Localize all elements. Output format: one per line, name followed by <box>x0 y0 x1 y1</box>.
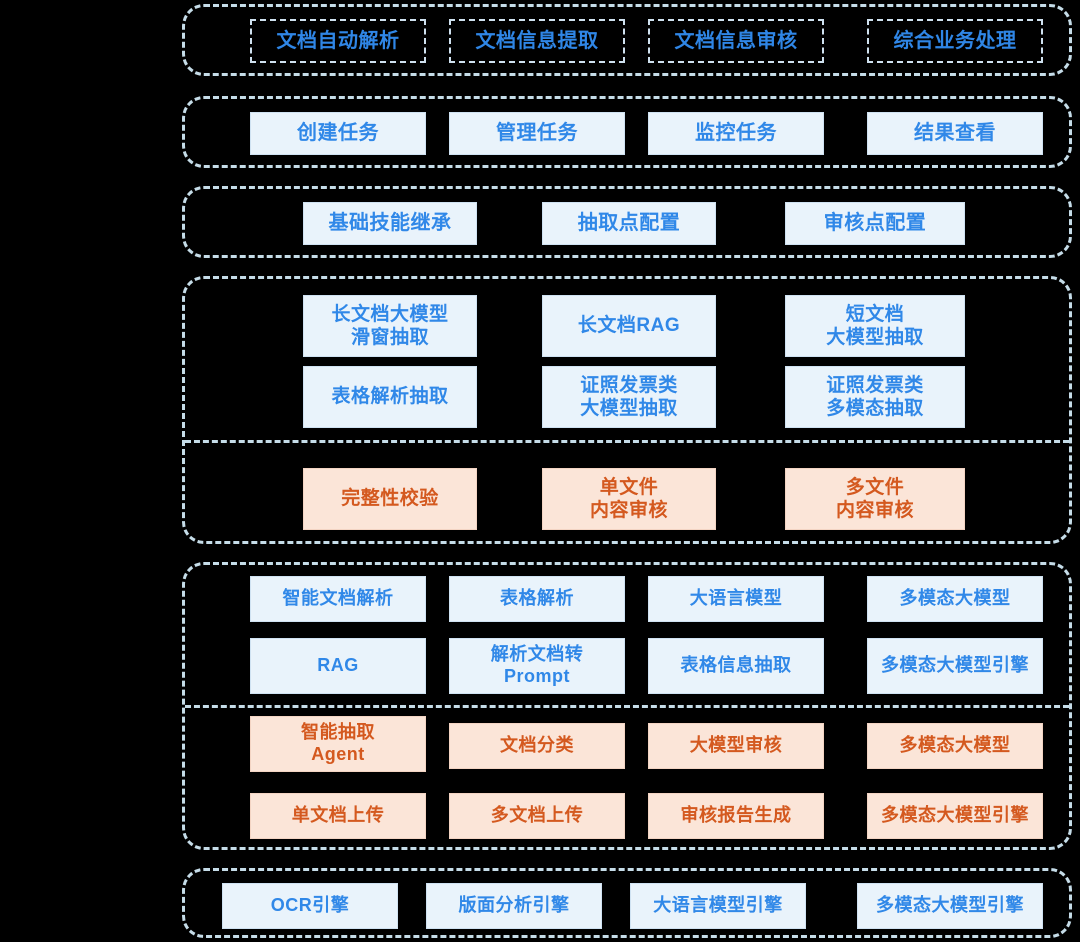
node-label: 抽取点配置 <box>577 212 681 235</box>
node-engines-0[interactable]: OCR引擎 <box>222 883 398 929</box>
node-task-management-3[interactable]: 结果查看 <box>867 112 1043 155</box>
node-label: 文档信息提取 <box>475 29 599 52</box>
node-label: RAG <box>317 655 359 676</box>
layer-task-management: 创建任务 管理任务 监控任务 结果查看 <box>182 96 1072 168</box>
node-label: OCR引擎 <box>270 895 350 916</box>
node-audit-0-0[interactable]: 完整性校验 <box>303 468 477 530</box>
node-label: 多模态大模型 <box>899 735 1011 756</box>
node-label: 表格解析 <box>500 588 574 609</box>
node-label: 单文档上传 <box>291 805 385 826</box>
node-label: 文档自动解析 <box>276 29 400 52</box>
node-engines-1[interactable]: 版面分析引擎 <box>426 883 602 929</box>
node-atomic-2-1[interactable]: 文档分类 <box>449 723 625 769</box>
node-label: 表格解析抽取 <box>331 386 449 408</box>
node-extraction-1-1[interactable]: 证照发票类 大模型抽取 <box>542 366 716 428</box>
node-atomic-3-0[interactable]: 单文档上传 <box>250 793 426 839</box>
node-label: 长文档RAG <box>577 315 681 337</box>
node-label: 表格信息抽取 <box>680 655 792 676</box>
node-atomic-3-2[interactable]: 审核报告生成 <box>648 793 824 839</box>
node-label: 智能文档解析 <box>282 588 394 609</box>
layer-divider-atomic <box>185 705 1069 708</box>
node-atomic-1-1[interactable]: 解析文档转 Prompt <box>449 638 625 694</box>
node-label: 长文档大模型 滑窗抽取 <box>331 303 449 348</box>
node-skill-configuration-2[interactable]: 审核点配置 <box>785 202 965 245</box>
node-label: 证照发票类 多模态抽取 <box>826 374 924 419</box>
node-skill-configuration-0[interactable]: 基础技能继承 <box>303 202 477 245</box>
node-task-management-2[interactable]: 监控任务 <box>648 112 824 155</box>
layer-extraction-and-audit: 长文档大模型 滑窗抽取 长文档RAG 短文档 大模型抽取 表格解析抽取 证照发票… <box>182 276 1072 544</box>
node-atomic-0-0[interactable]: 智能文档解析 <box>250 576 426 622</box>
layer-business-scenarios: 文档自动解析 文档信息提取 文档信息审核 综合业务处理 <box>182 4 1072 76</box>
node-extraction-1-0[interactable]: 表格解析抽取 <box>303 366 477 428</box>
node-label: 短文档 大模型抽取 <box>826 303 924 348</box>
node-atomic-1-3[interactable]: 多模态大模型引擎 <box>867 638 1043 694</box>
node-atomic-1-2[interactable]: 表格信息抽取 <box>648 638 824 694</box>
node-label: 文档信息审核 <box>674 29 798 52</box>
node-label: 监控任务 <box>695 122 777 145</box>
node-business-scenarios-1[interactable]: 文档信息提取 <box>449 19 625 63</box>
node-extraction-0-0[interactable]: 长文档大模型 滑窗抽取 <box>303 295 477 357</box>
node-extraction-0-2[interactable]: 短文档 大模型抽取 <box>785 295 965 357</box>
node-label: 多模态大模型引擎 <box>881 655 1029 676</box>
node-label: 多模态大模型引擎 <box>876 895 1024 916</box>
node-atomic-0-2[interactable]: 大语言模型 <box>648 576 824 622</box>
node-extraction-0-1[interactable]: 长文档RAG <box>542 295 716 357</box>
node-label: 大模型审核 <box>689 735 783 756</box>
node-audit-0-2[interactable]: 多文件 内容审核 <box>785 468 965 530</box>
node-label: 单文件 内容审核 <box>589 476 668 521</box>
node-audit-0-1[interactable]: 单文件 内容审核 <box>542 468 716 530</box>
node-business-scenarios-2[interactable]: 文档信息审核 <box>648 19 824 63</box>
node-engines-3[interactable]: 多模态大模型引擎 <box>857 883 1043 929</box>
layer-skill-configuration: 基础技能继承 抽取点配置 审核点配置 <box>182 186 1072 258</box>
node-label: 版面分析引擎 <box>458 895 570 916</box>
node-label: 多文件 内容审核 <box>835 476 914 521</box>
node-label: 管理任务 <box>496 122 578 145</box>
node-extraction-1-2[interactable]: 证照发票类 多模态抽取 <box>785 366 965 428</box>
node-label: 完整性校验 <box>341 488 439 510</box>
layer-divider-audit <box>185 440 1069 443</box>
node-label: 多模态大模型引擎 <box>881 805 1029 826</box>
node-label: 文档分类 <box>500 735 574 756</box>
node-atomic-2-2[interactable]: 大模型审核 <box>648 723 824 769</box>
node-label: 综合业务处理 <box>893 29 1017 52</box>
node-atomic-3-3[interactable]: 多模态大模型引擎 <box>867 793 1043 839</box>
layer-atomic-capabilities: 智能文档解析 表格解析 大语言模型 多模态大模型 RAG 解析文档转 Promp… <box>182 562 1072 850</box>
node-label: 解析文档转 Prompt <box>490 644 584 686</box>
node-label: 基础技能继承 <box>328 212 452 235</box>
node-atomic-0-3[interactable]: 多模态大模型 <box>867 576 1043 622</box>
node-atomic-2-0[interactable]: 智能抽取 Agent <box>250 716 426 772</box>
node-business-scenarios-0[interactable]: 文档自动解析 <box>250 19 426 63</box>
node-label: 审核报告生成 <box>680 805 792 826</box>
node-task-management-0[interactable]: 创建任务 <box>250 112 426 155</box>
node-task-management-1[interactable]: 管理任务 <box>449 112 625 155</box>
node-label: 创建任务 <box>297 122 379 145</box>
node-skill-configuration-1[interactable]: 抽取点配置 <box>542 202 716 245</box>
node-label: 智能抽取 Agent <box>301 722 375 764</box>
node-label: 大语言模型 <box>689 588 783 609</box>
node-atomic-0-1[interactable]: 表格解析 <box>449 576 625 622</box>
node-atomic-2-3[interactable]: 多模态大模型 <box>867 723 1043 769</box>
node-label: 多模态大模型 <box>899 588 1011 609</box>
node-business-scenarios-3[interactable]: 综合业务处理 <box>867 19 1043 63</box>
layer-engines: OCR引擎 版面分析引擎 大语言模型引擎 多模态大模型引擎 <box>182 868 1072 938</box>
node-atomic-3-1[interactable]: 多文档上传 <box>449 793 625 839</box>
node-label: 结果查看 <box>914 122 996 145</box>
node-label: 大语言模型引擎 <box>653 895 783 916</box>
node-label: 多文档上传 <box>490 805 584 826</box>
node-label: 证照发票类 大模型抽取 <box>580 374 678 419</box>
node-atomic-1-0[interactable]: RAG <box>250 638 426 694</box>
node-engines-2[interactable]: 大语言模型引擎 <box>630 883 806 929</box>
node-label: 审核点配置 <box>823 212 927 235</box>
